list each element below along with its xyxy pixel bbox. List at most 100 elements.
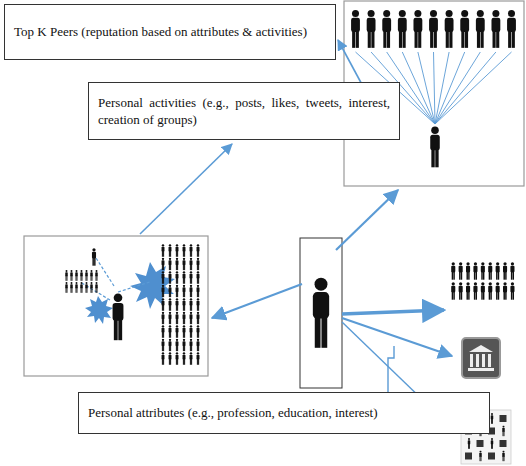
person-figure — [367, 10, 376, 48]
person-figure — [507, 10, 516, 48]
person-figure — [162, 352, 165, 365]
person-figure — [70, 282, 72, 293]
peer-link — [435, 52, 496, 124]
person-figure — [162, 325, 165, 338]
attribute-glyph — [500, 415, 507, 422]
peer-link — [434, 52, 436, 124]
person-figure — [197, 352, 200, 365]
person-figure — [190, 271, 193, 284]
person-figure — [176, 339, 179, 352]
person-figure — [466, 282, 470, 300]
person-figure — [488, 282, 492, 300]
person-figure — [496, 282, 500, 300]
person-figure — [502, 451, 504, 462]
person-figure — [197, 285, 200, 298]
person-figure — [162, 271, 165, 284]
person-figure — [162, 298, 165, 311]
person-figure — [65, 282, 67, 293]
person-figure — [502, 426, 504, 437]
peer-link — [402, 52, 435, 124]
attribute-glyph — [477, 440, 484, 447]
person-figure — [190, 244, 193, 257]
person-figure — [169, 271, 172, 284]
person-figure — [197, 339, 200, 352]
text-box: Personal attributes (e.g., profession, e… — [78, 392, 490, 434]
person-figure — [75, 270, 77, 281]
person-figure — [85, 282, 87, 293]
splash — [130, 262, 175, 309]
person-figure — [176, 312, 179, 325]
person-figure — [65, 270, 67, 281]
arrow — [140, 144, 232, 234]
person-figure — [488, 262, 492, 280]
person-figure — [451, 282, 455, 300]
person-figure — [459, 262, 463, 280]
person-figure — [85, 270, 87, 281]
person-figure — [176, 271, 179, 284]
person-figure — [162, 285, 165, 298]
person-figure — [90, 270, 92, 281]
person-figure — [382, 10, 391, 48]
person-figure — [176, 352, 179, 365]
box-text: Personal activities (e.g., posts, likes,… — [98, 94, 390, 128]
person-figure — [460, 10, 469, 48]
activity-panel — [24, 236, 208, 376]
arrow — [212, 284, 302, 318]
user-figure — [92, 248, 96, 266]
person-figure — [190, 285, 193, 298]
person-figure — [351, 10, 360, 48]
user-figure — [313, 278, 329, 348]
person-figure — [491, 413, 493, 424]
person-figure — [162, 258, 165, 271]
person-figure — [197, 325, 200, 338]
attribute-glyph — [500, 440, 507, 447]
person-figure — [176, 285, 179, 298]
box-text: Personal attributes (e.g., profession, e… — [88, 404, 480, 421]
text-box: Top K Peers (reputation based on attribu… — [4, 4, 336, 60]
person-figure — [468, 438, 470, 449]
text-box: Personal activities (e.g., posts, likes,… — [88, 82, 400, 140]
attribute-glyph — [488, 453, 495, 460]
person-figure — [197, 312, 200, 325]
person-figure — [162, 339, 165, 352]
arrow — [336, 190, 398, 250]
person-figure — [183, 312, 186, 325]
person-figure — [183, 339, 186, 352]
person-figure — [162, 312, 165, 325]
person-figure — [197, 298, 200, 311]
person-figure — [476, 10, 485, 48]
person-figure — [197, 271, 200, 284]
person-figure — [197, 244, 200, 257]
person-figure — [481, 262, 485, 280]
institution-icon — [462, 338, 500, 378]
peer-link — [435, 52, 512, 124]
person-figure — [197, 258, 200, 271]
person-figure — [169, 244, 172, 257]
person-figure — [75, 282, 77, 293]
person-figure — [183, 271, 186, 284]
person-figure — [510, 282, 514, 300]
person-figure — [176, 325, 179, 338]
person-figure — [190, 258, 193, 271]
person-figure — [473, 262, 477, 280]
person-figure — [413, 10, 422, 48]
person-figure — [466, 262, 470, 280]
person-figure — [190, 339, 193, 352]
person-figure — [169, 339, 172, 352]
dashed-link — [80, 258, 150, 300]
person-figure — [503, 262, 507, 280]
user-figure — [113, 293, 124, 340]
person-figure — [95, 270, 97, 281]
box-text: Top K Peers (reputation based on attribu… — [14, 23, 326, 40]
splash — [85, 296, 113, 324]
person-figure — [429, 10, 438, 48]
person-figure — [70, 270, 72, 281]
person-figure — [90, 282, 92, 293]
person-figure — [183, 285, 186, 298]
person-figure — [190, 352, 193, 365]
person-figure — [190, 312, 193, 325]
person-figure — [169, 298, 172, 311]
person-figure — [491, 438, 493, 449]
person-figure — [479, 451, 481, 462]
person-figure — [503, 282, 507, 300]
